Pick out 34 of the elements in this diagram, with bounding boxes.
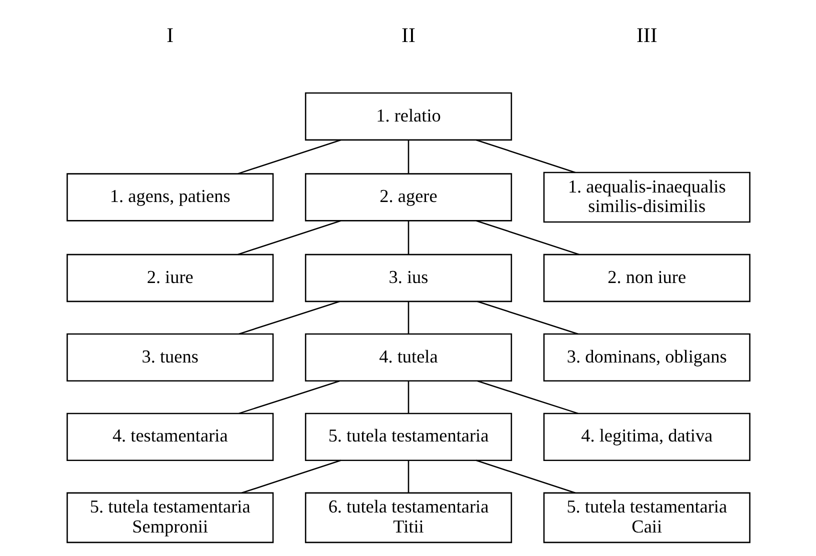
label: I [166,22,174,47]
connector [237,139,341,174]
connector [407,302,409,334]
connector [238,300,340,335]
label: II [401,22,415,47]
connector [475,220,579,256]
node-box: 2. non iure [542,254,750,302]
connector [407,460,409,493]
node-box: 5. tutela testamentaria Caii [542,492,750,544]
node-box: 3. tuens [66,333,274,382]
connector [241,460,341,494]
connector [476,380,578,414]
node-box: 1. agens, patiens [66,173,274,222]
label: III [636,22,657,47]
connector [238,380,340,414]
node-box: 5. tutela testamentaria [304,412,512,462]
node-box: 2. iure [66,254,274,302]
node-box: 3. dominans, obligans [542,333,750,382]
connector [476,300,578,335]
connector [237,220,341,256]
connector [407,381,409,414]
node-box: 6. tutela testamentaria Titii [304,492,512,544]
node-box: 4. tutela [304,333,512,382]
connector [475,460,575,494]
connector [475,139,575,174]
node-box: 1. relatio [304,92,512,141]
node-box: 4. testamentaria [66,412,274,462]
node-box: 5. tutela testamentaria Sempronii [66,492,274,544]
node-box: 3. ius [304,254,512,302]
connector [407,220,409,254]
node-box: 4. legitima, dativa [542,412,750,462]
node-box: 1. aequalis-inaequalis similis-disimilis [542,172,750,223]
node-box: 2. agere [304,173,512,222]
connector [407,140,409,174]
